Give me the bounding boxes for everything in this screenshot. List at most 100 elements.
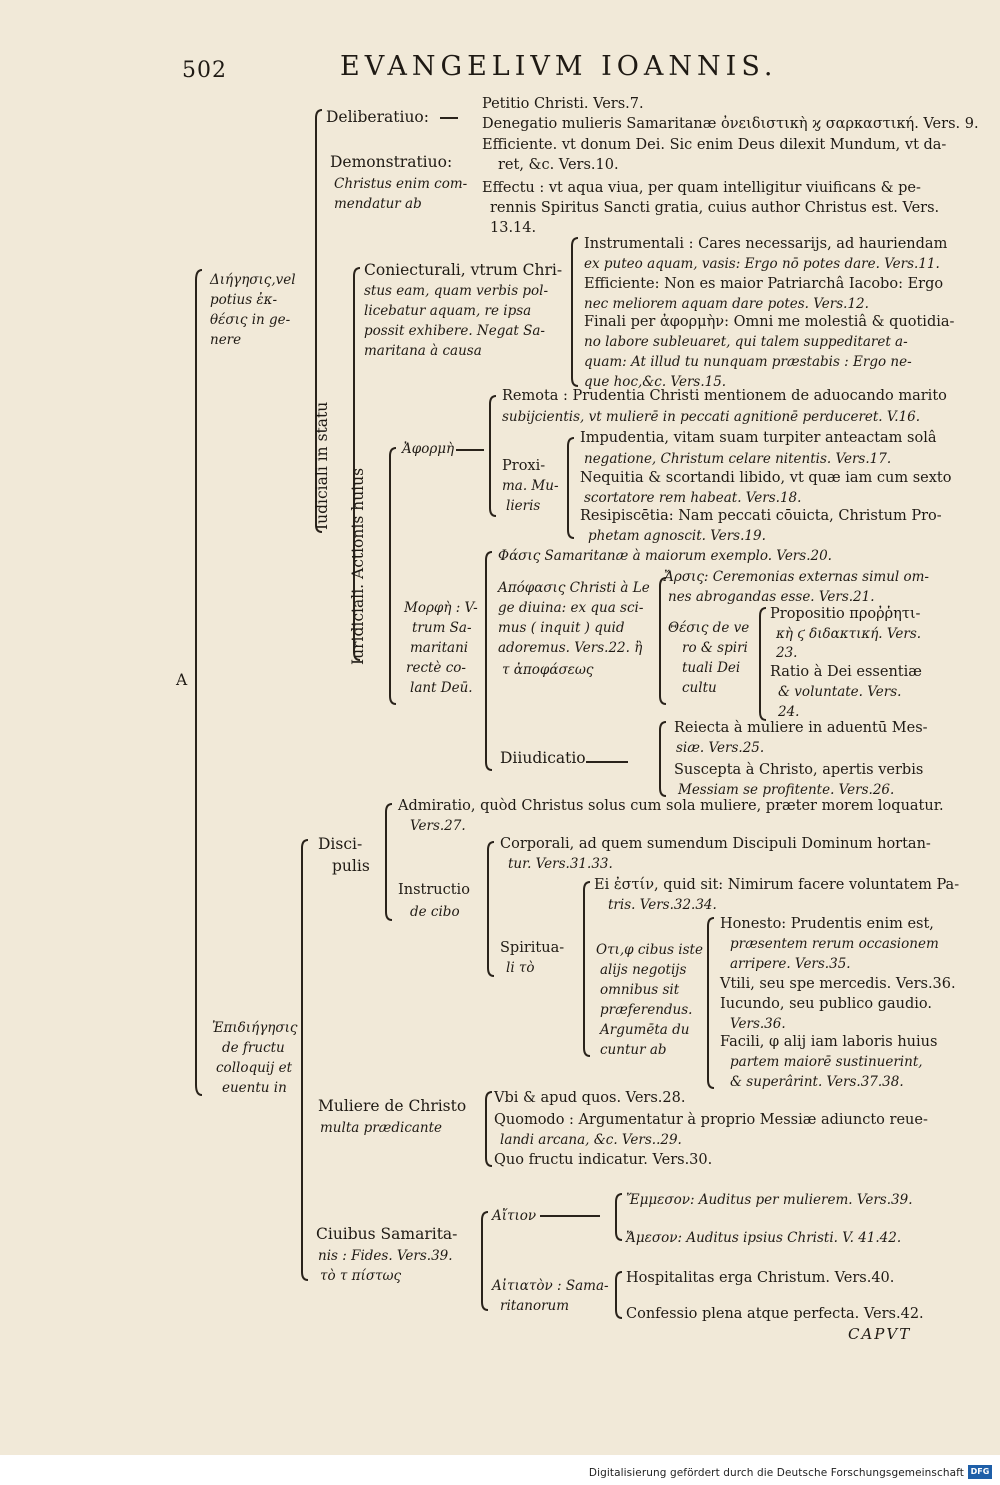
footer-bar [0,1455,1000,1485]
facili-line-2: partem maiorē sustinuerint, [730,1054,923,1070]
demonstratiuo-sub-1: Christus enim com- [334,176,468,192]
proxima-line-3: lieris [506,498,541,514]
suscepta-line-2: Messiam se profitente. Vers.26. [678,782,895,798]
finali-line-2: no labore subleuaret, qui talem suppedit… [584,334,908,350]
morphe-line-4: rectè co- [406,660,466,676]
thesis-line-1: Θέσις de ve [668,620,750,636]
ei-estin-line-1: Ei ἐστίν, quid sit: Nimirum facere volun… [594,877,960,893]
proxima-line-2: ma. Mu- [502,478,559,494]
finali-line-1: Finali per ἀφορμὴν: Omni me molestiâ & q… [584,314,955,330]
demonstratiuo-label: Demonstratiuo: [330,153,453,171]
reiecta-line-1: Reiecta à muliere in aduentū Mes- [674,720,928,736]
discipulis-line-1: Disci- [318,835,363,853]
narratio-line-1: Διήγησις,vel [210,272,296,288]
corporali-line-1: Corporali, ad quem sumendum Discipuli Do… [500,836,931,852]
apophasis-line-1: Απόφασις Christi à Le [498,580,650,596]
efficiente-1-line-2: ret, &c. Vers.10. [498,157,619,173]
hoti-line-6: cuntur ab [600,1042,667,1058]
root-mark: A [176,671,188,689]
apophasis-line-2: ge diuina: ex qua sci- [498,600,644,616]
coniecturali-line-3: licebatur aquam, re ipsa [364,303,532,319]
instructio-line-1: Instructio [398,882,470,898]
effectu-line-1: Effectu : vt aqua viua, per quam intelli… [482,180,921,196]
instrumentali-line-1: Instrumentali : Cares necessarijs, ad ha… [584,236,948,252]
emmeson-entry: Ἔμμεσον: Auditus per mulierem. Vers.39. [626,1192,913,1208]
arsis-line-1: Ἄρσις: Ceremonias externas simul om- [664,569,929,585]
quomodo-line-2: landi arcana, &c. Vers..29. [500,1132,682,1148]
iucundo-line-1: Iucundo, seu publico gaudio. [720,996,932,1012]
ratio-line-2: & voluntate. Vers. [778,684,902,700]
coniecturali-line-1: Coniecturali, vtrum Chri- [364,261,563,279]
hoti-line-4: præferendus. [600,1002,693,1018]
hoti-line-1: Οτι,φ cibus iste [596,942,703,958]
corporali-line-2: tur. Vers.31.33. [508,856,613,872]
book-page [0,0,1000,1455]
finali-line-3: quam: At illud tu nunquam præstabis : Er… [584,354,912,370]
resipiscentia-line-2: phetam agnoscit. Vers.19. [588,528,766,544]
honesto-line-3: arripere. Vers.35. [730,956,851,972]
digitization-note: Digitalisierung gefördert durch die Deut… [588,1467,964,1479]
remota-line-1: Remota : Prudentia Christi mentionem de … [502,388,947,404]
page-number: 502 [182,58,227,83]
morphe-line-1: Μορφὴ : V- [404,600,478,616]
narratio-line-2: potius ἐκ- [210,292,278,308]
resipiscentia-line-1: Resipiscētia: Nam peccati cōuicta, Chris… [580,508,942,524]
nequitia-line-1: Nequitia & scortandi libido, vt quæ iam … [580,470,952,486]
instructio-line-2: de cibo [410,904,460,920]
impudentia-line-2: negatione, Christum celare nitentis. Ver… [584,451,892,467]
instrumentali-line-2: ex puteo aquam, vasis: Ergo nō potes dar… [584,256,940,272]
honesto-line-1: Honesto: Prudentis enim est, [720,916,934,932]
denegatio-entry: Denegatio mulieris Samaritanæ ὀνειδιστικ… [482,116,979,132]
efficiente-2-line-2: nec meliorem aquam dare potes. Vers.12. [584,296,869,312]
quomodo-line-1: Quomodo : Argumentatur à proprio Messiæ … [494,1112,928,1128]
thesis-line-3: tuali Dei [682,660,741,676]
morphe-line-2: trum Sa- [412,620,472,636]
coniecturali-line-2: stus eam, quam verbis pol- [364,283,549,299]
iuridiciali-label: Iuridiciali. Actionis huius [349,467,367,665]
suscepta-line-1: Suscepta à Christo, apertis verbis [674,762,924,778]
vbi-entry: Vbi & apud quos. Vers.28. [494,1090,686,1106]
iucundo-line-2: Vers.36. [730,1016,786,1032]
aitiaton-line-1: Αἰτιατὸν : Sama- [492,1278,609,1294]
remota-line-2: subijcientis, vt mulierē in peccati agni… [502,409,921,425]
morphe-line-3: maritani [410,640,469,656]
impudentia-line-1: Impudentia, vitam suam turpiter anteacta… [580,430,937,446]
discipulis-line-2: pulis [332,857,370,875]
demonstratiuo-sub-2: mendatur ab [334,196,422,212]
morphe-line-5: lant Deū. [410,680,473,696]
efficiente-1-line-1: Efficiente. vt donum Dei. Sic enim Deus … [482,137,947,153]
effectu-line-2: rennis Spiritus Sancti gratia, cuius aut… [490,200,940,216]
ciuibus-line-1: Ciuibus Samarita- [316,1225,458,1243]
narratio-line-3: θέσις in ge- [210,312,291,328]
nequitia-line-2: scortatore rem habeat. Vers.18. [584,490,802,506]
effectu-line-3: 13.14. [490,220,537,236]
proxima-line-1: Proxi- [502,458,546,474]
narratio-line-4: nere [210,332,242,348]
aition-label: Αἴτιον [492,1208,537,1224]
quo-fructu-entry: Quo fructu indicatur. Vers.30. [494,1152,713,1168]
efficiente-2-line-1: Efficiente: Non es maior Patriarchâ Iaco… [584,276,944,292]
hospitalitas-entry: Hospitalitas erga Christum. Vers.40. [626,1270,895,1286]
apophasis-line-5: τ ἀποφάσεως [502,662,594,678]
thesis-line-4: cultu [682,680,717,696]
iudiciali-in-statu-label: Iudiciali in statu [313,401,331,530]
hoti-line-3: omnibus sit [600,982,680,998]
hoti-line-5: Argumēta du [600,1022,690,1038]
petitio-entry: Petitio Christi. Vers.7. [482,96,644,112]
phasis-entry: Φάσις Samaritanæ à maiorum exemplo. Vers… [498,548,832,564]
diiudicatio-label: Diiudicatio [500,749,586,767]
muliere-line-2: multa prædicante [320,1120,443,1136]
epidiegesis-line-1: Ἐπιδιήγησις [212,1020,298,1036]
arsis-line-2: nes abrogandas esse. Vers.21. [668,589,875,605]
hoti-line-2: alijs negotijs [600,962,687,978]
propositio-line-1: Propositio προῤῥητι- [770,606,921,622]
ameson-entry: Ἄμεσον: Auditus ipsius Christi. V. 41.42… [626,1230,902,1246]
catchword: CAPVT [848,1325,912,1343]
vtili-entry: Vtili, seu spe mercedis. Vers.36. [720,976,956,992]
aitiaton-line-2: ritanorum [500,1298,570,1314]
ciuibus-line-2: nis : Fides. Vers.39. [318,1248,453,1264]
running-head: EVANGELIVM IOANNIS. [340,51,778,82]
admiratio-line-1: Admiratio, quòd Christus solus cum sola … [398,798,944,814]
spirituali-line-2: li τὸ [506,960,535,976]
reiecta-line-2: siæ. Vers.25. [676,740,765,756]
